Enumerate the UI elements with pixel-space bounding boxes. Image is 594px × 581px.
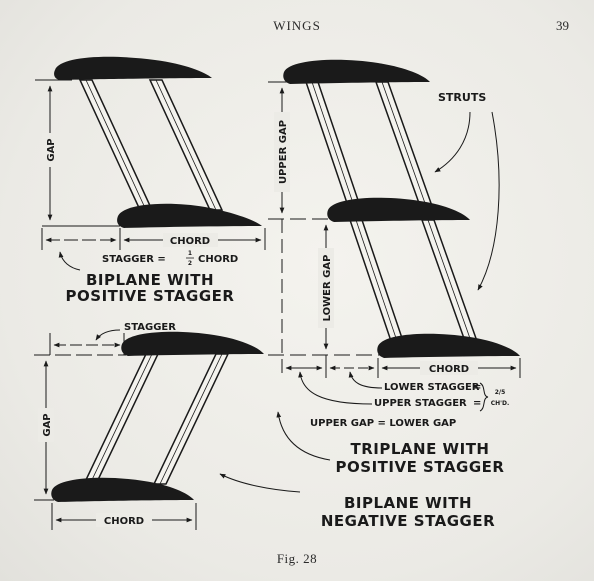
chord-label: CHORD	[170, 236, 210, 247]
strut	[304, 81, 362, 207]
top-wing-airfoil	[283, 59, 430, 84]
biplane-positive-title-line1: BIPLANE WITH	[86, 271, 214, 289]
strut	[148, 79, 224, 211]
strut	[152, 353, 230, 485]
stagger-equation-prefix: STAGGER =	[102, 254, 166, 265]
upper-stagger-label: UPPER STAGGER	[374, 398, 467, 409]
running-head: WINGS	[273, 18, 321, 33]
stagger-fraction-numerator: 1	[188, 250, 192, 257]
gap-label: GAP	[46, 138, 57, 161]
strut	[348, 219, 406, 345]
stagger-fraction: 2/5	[495, 389, 506, 396]
strut	[82, 353, 160, 485]
stagger-fraction-denominator: 2	[188, 260, 192, 267]
middle-wing-airfoil	[327, 197, 470, 222]
lower-wing-airfoil	[117, 203, 262, 228]
svg-text:=: =	[473, 398, 481, 409]
negative-chord-label: CHORD	[104, 516, 144, 527]
biplane-positive-title-line2: POSITIVE STAGGER	[66, 287, 235, 305]
lower-wing-airfoil	[51, 477, 194, 502]
svg-text:=: =	[473, 382, 481, 393]
equal-gap-label: UPPER GAP = LOWER GAP	[310, 418, 456, 429]
upper-gap-label: UPPER GAP	[278, 120, 289, 184]
biplane-negative-title-line1: BIPLANE WITH	[344, 494, 472, 512]
triplane-chord-label: CHORD	[429, 364, 469, 375]
triplane-title-line1: TRIPLANE WITH	[351, 440, 490, 458]
negative-gap-label: GAP	[42, 413, 53, 436]
bottom-wing-airfoil	[377, 333, 520, 358]
stagger-fraction-unit: CH'D.	[491, 400, 510, 407]
upper-wing-airfoil	[54, 56, 212, 80]
upper-wing-airfoil	[121, 331, 264, 356]
strut	[78, 79, 154, 211]
lower-stagger-label: LOWER STAGGER	[384, 382, 480, 393]
strut	[374, 81, 434, 207]
triplane-title-line2: POSITIVE STAGGER	[336, 458, 505, 476]
page-number: 39	[556, 18, 569, 33]
stagger-equation-suffix: CHORD	[198, 254, 238, 265]
lower-gap-label: LOWER GAP	[322, 255, 333, 322]
negative-stagger-label: STAGGER	[124, 322, 176, 333]
biplane-negative-stagger: STAGGER GAP CHORD BIPLANE WITH NEGATIVE …	[34, 322, 495, 530]
biplane-negative-title-line2: NEGATIVE STAGGER	[321, 512, 495, 530]
strut	[420, 219, 480, 345]
biplane-positive-stagger: GAP CHORD STAGGER = 1 2 CHORD BIPLANE WI…	[35, 56, 266, 305]
figure-caption: Fig. 28	[276, 551, 318, 566]
triplane-positive-stagger: STRUTS UPPER GAP LOWER GAP CHORD LOWER S…	[268, 59, 521, 476]
struts-label: STRUTS	[438, 91, 486, 104]
